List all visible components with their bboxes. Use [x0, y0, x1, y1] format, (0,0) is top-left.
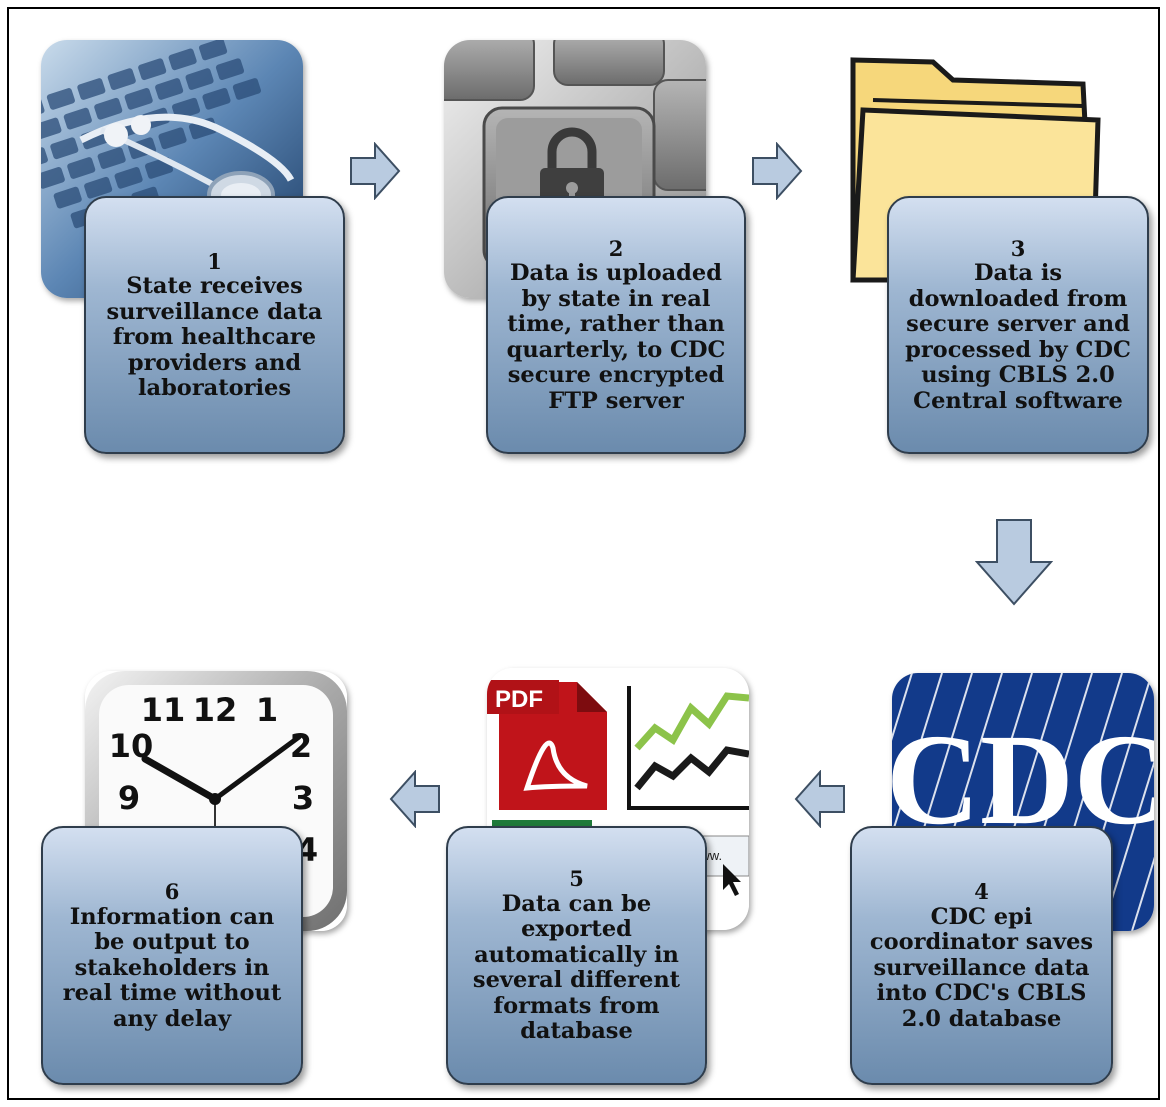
arrow-right-2-to-3 [751, 142, 803, 200]
arrow-down-3-to-4 [975, 518, 1053, 606]
step-card-2: 2 Data is uploaded by state in real time… [486, 196, 746, 454]
arrow-left-4-to-5 [794, 770, 846, 828]
clock-numeral-1: 1 [256, 691, 278, 729]
pdf-label: PDF [495, 686, 543, 713]
step-card-3: 3 Data is downloaded from secure server … [887, 196, 1149, 454]
step-number: 3 [1010, 235, 1026, 261]
step-text: Data is uploaded by state in real time, … [506, 260, 726, 414]
step-text: Data is downloaded from secure server an… [905, 260, 1131, 414]
step-number: 1 [207, 248, 222, 274]
step-card-4: 4 CDC epi coordinator saves surveillance… [850, 826, 1113, 1085]
step-number: 5 [569, 866, 584, 892]
step-card-5: 5 Data can be exported automatically in … [446, 826, 707, 1085]
step-card-6: 6 Information can be output to stakehold… [41, 826, 303, 1085]
step-card-1: 1 State receives surveillance data from … [84, 196, 345, 454]
step-number: 4 [974, 879, 989, 904]
step-number: 6 [164, 879, 180, 904]
arrow-right-1-to-2 [349, 142, 401, 200]
step-text: State receives surveillance data from he… [106, 273, 323, 401]
step-text: CDC epi coordinator saves surveillance d… [869, 903, 1094, 1032]
clock-numeral-11: 11 [141, 691, 186, 729]
clock-numeral-9: 9 [118, 779, 140, 817]
step-number: 2 [608, 235, 624, 261]
clock-numeral-2: 2 [290, 727, 312, 765]
step-text: Data can be exported automatically in se… [472, 890, 681, 1045]
clock-numeral-12: 12 [193, 691, 238, 729]
arrow-left-5-to-6 [389, 770, 441, 828]
step-text: Information can be output to stakeholder… [62, 903, 282, 1032]
clock-numeral-3: 3 [292, 779, 314, 817]
